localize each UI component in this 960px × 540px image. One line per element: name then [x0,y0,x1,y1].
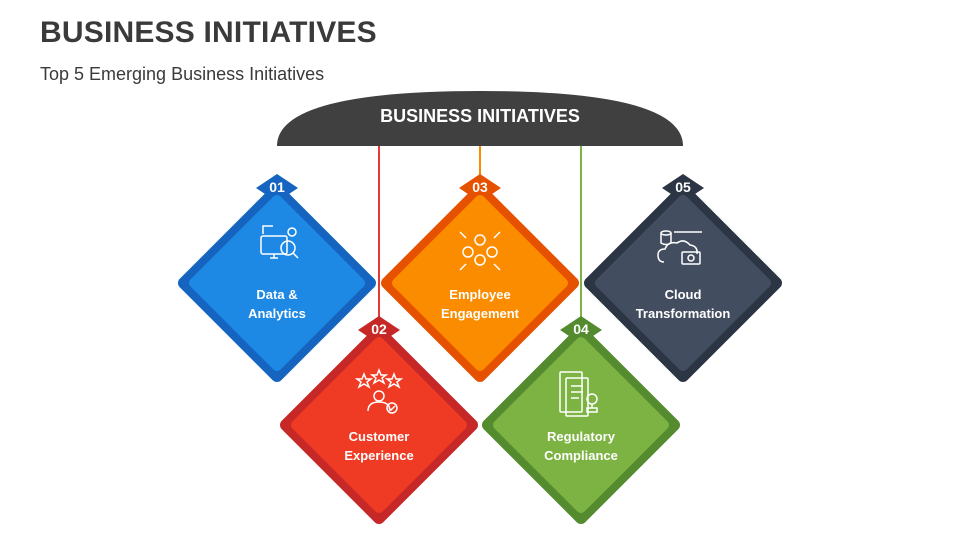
badge-number-03: 03 [472,179,488,195]
badge-number-01: 01 [269,179,285,195]
initiative-label-03: Employee Engagement [420,285,540,323]
initiative-05 [584,174,782,382]
hub-dome [277,91,683,146]
label-line: Transformation [635,306,731,321]
initiative-03 [381,174,579,382]
badge-number-04: 04 [573,321,589,337]
employee-engagement-icon [459,231,501,271]
initiative-label-02: Customer Experience [319,427,439,465]
initiative-02 [280,316,478,524]
label-line: Compliance [544,448,618,463]
initiative-label-05: Cloud Transformation [623,285,743,323]
initiative-01 [178,174,376,382]
label-line: Engagement [440,306,519,321]
label-line: Cloud [664,287,702,302]
data-analytics-icon [260,225,299,259]
cloud-transformation-icon [657,230,702,265]
label-line: Analytics [248,306,306,321]
badge-number-05: 05 [675,179,691,195]
hub-label: BUSINESS INITIATIVES [380,106,580,126]
customer-experience-icon [354,367,404,414]
label-line: Regulatory [547,429,615,444]
initiative-04 [482,316,680,524]
label-line: Customer [348,429,410,444]
label-line: Employee [449,287,511,302]
regulatory-compliance-icon [559,371,598,417]
page-title: BUSINESS INITIATIVES [40,16,377,49]
initiative-label-01: Data & Analytics [217,285,337,323]
initiative-label-04: Regulatory Compliance [521,427,641,465]
label-line: Experience [344,448,414,463]
label-line: Data & [256,287,298,302]
badge-number-02: 02 [371,321,387,337]
page-subtitle: Top 5 Emerging Business Initiatives [40,64,325,84]
